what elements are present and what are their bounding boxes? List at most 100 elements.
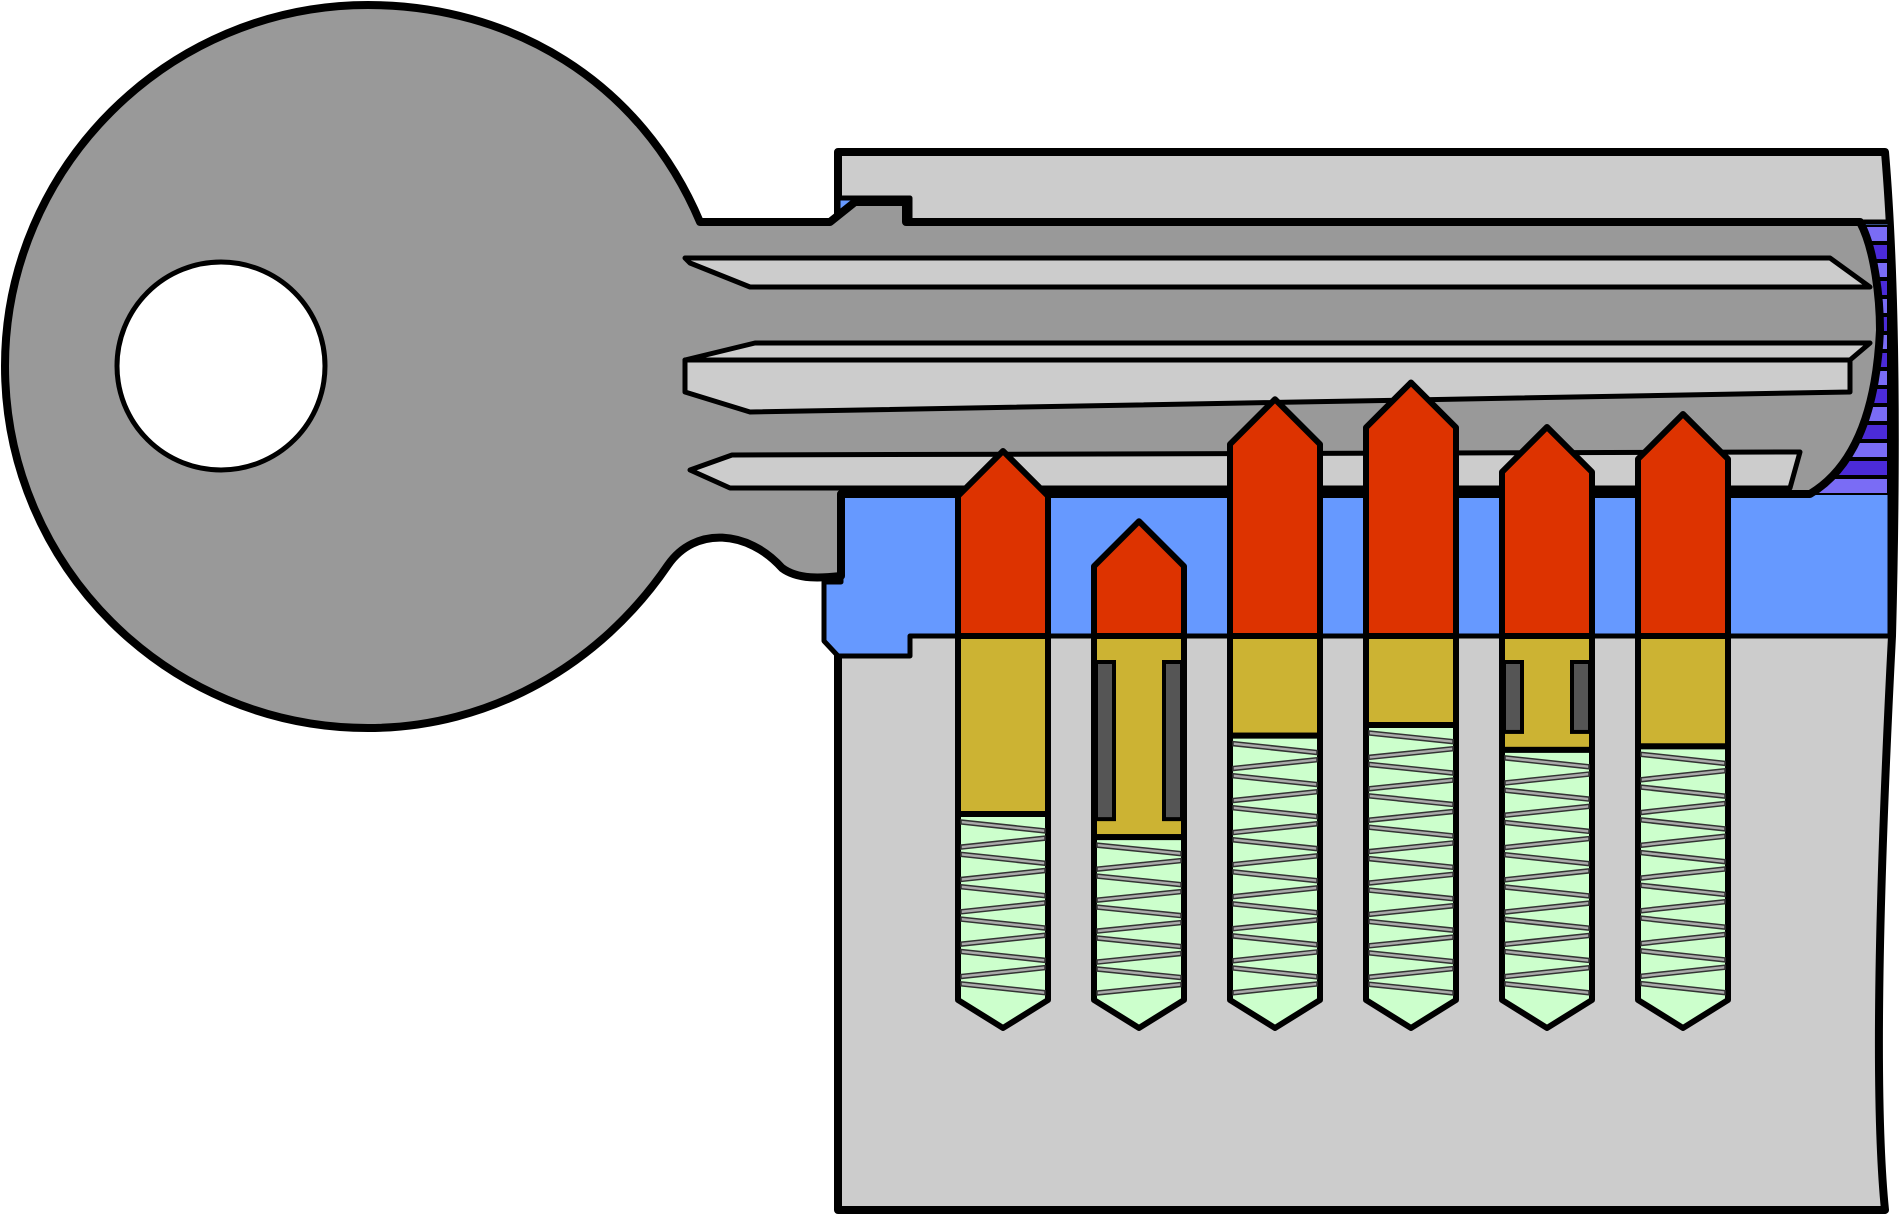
spring-coil bbox=[1504, 932, 1590, 948]
spring-coil bbox=[1232, 901, 1318, 916]
spring-coil bbox=[1640, 931, 1726, 947]
spring-coil bbox=[1232, 949, 1318, 964]
spring-coil bbox=[1368, 855, 1454, 871]
spring-coil bbox=[1368, 981, 1454, 996]
spring-coil bbox=[1368, 730, 1454, 745]
spring-coil bbox=[1096, 919, 1182, 934]
driver-pin bbox=[1363, 633, 1459, 728]
key-ring-hole bbox=[114, 259, 328, 473]
spool-groove-right bbox=[1162, 660, 1184, 822]
spring-coil bbox=[1096, 904, 1182, 919]
spring-coil bbox=[1640, 800, 1726, 816]
spring bbox=[1640, 751, 1726, 996]
spring-coil bbox=[1640, 915, 1726, 930]
spring-coil bbox=[1504, 755, 1590, 770]
spring-coil bbox=[960, 980, 1046, 996]
spring-coil bbox=[1096, 842, 1182, 857]
spring-coil bbox=[1640, 849, 1726, 865]
key-pin bbox=[1363, 379, 1459, 639]
spring-coil bbox=[1368, 808, 1454, 823]
spring-coil bbox=[1504, 771, 1590, 786]
pin-stack-1 bbox=[955, 448, 1051, 1031]
spring-coil bbox=[1504, 851, 1590, 867]
spring-coil bbox=[1232, 740, 1318, 756]
spring bbox=[1232, 740, 1318, 996]
spring-coil bbox=[1368, 934, 1454, 949]
spring-coil bbox=[1232, 852, 1318, 868]
spring-coil bbox=[1368, 745, 1454, 761]
driver-pin bbox=[1635, 633, 1731, 750]
spring-coil bbox=[1368, 918, 1454, 933]
spring-coil bbox=[1504, 787, 1590, 802]
spring bbox=[1368, 730, 1454, 996]
spring-coil bbox=[960, 883, 1046, 899]
spring-coil bbox=[1368, 792, 1454, 808]
spring-coil bbox=[960, 964, 1046, 980]
spring-coil bbox=[1504, 884, 1590, 899]
spring-coil bbox=[1368, 824, 1454, 839]
spring-coil bbox=[960, 932, 1046, 948]
spring-coil bbox=[1504, 916, 1590, 932]
key-groove bbox=[682, 255, 1873, 290]
spring-coil bbox=[1096, 888, 1182, 903]
spring-coil bbox=[960, 819, 1046, 834]
spring-coil bbox=[960, 851, 1046, 867]
spring-coil bbox=[960, 867, 1046, 883]
driver-pin bbox=[1227, 633, 1323, 739]
spring-coil bbox=[1096, 981, 1182, 996]
spring-coil bbox=[1504, 835, 1590, 851]
spring-coil bbox=[1504, 819, 1590, 835]
spring-coil bbox=[1640, 964, 1726, 980]
spring-coil bbox=[1640, 980, 1726, 996]
pin-stack-6 bbox=[1635, 411, 1731, 1031]
spring-coil bbox=[1504, 948, 1590, 964]
spring-coil bbox=[1368, 840, 1454, 855]
spring-coil bbox=[1232, 965, 1318, 980]
spring-coil bbox=[1232, 756, 1318, 772]
spring-coil bbox=[960, 916, 1046, 931]
spring-coil bbox=[1232, 836, 1318, 852]
spring-coil bbox=[960, 835, 1046, 850]
spring bbox=[1096, 842, 1182, 996]
spool-groove-left bbox=[1502, 660, 1524, 734]
spring bbox=[1504, 755, 1590, 996]
spring-coil bbox=[1096, 950, 1182, 965]
spring-coil bbox=[1232, 981, 1318, 996]
key-pin bbox=[1635, 411, 1731, 639]
spring-coil bbox=[1504, 868, 1590, 883]
spring-coil bbox=[1368, 902, 1454, 918]
spring-coil bbox=[1368, 761, 1454, 776]
spring-coil bbox=[1096, 966, 1182, 981]
pin-stack-5 bbox=[1499, 423, 1595, 1031]
spring-coil bbox=[1640, 833, 1726, 849]
spring-coil bbox=[1232, 772, 1318, 788]
spring-coil bbox=[1368, 965, 1454, 981]
spring-coil bbox=[1640, 898, 1726, 914]
spring-coil bbox=[1232, 933, 1318, 948]
spring-coil bbox=[1368, 871, 1454, 886]
spring-coil bbox=[1232, 820, 1318, 836]
spring-coil bbox=[1096, 935, 1182, 950]
spring-coil bbox=[1504, 900, 1590, 915]
spool-groove-left bbox=[1094, 660, 1116, 822]
spring-coil bbox=[1640, 751, 1726, 767]
spring-coil bbox=[1232, 804, 1318, 820]
spring-coil bbox=[1504, 964, 1590, 980]
spring-coil bbox=[1096, 857, 1182, 872]
pin-stack-4 bbox=[1363, 379, 1459, 1031]
pin-stacks bbox=[955, 379, 1731, 1031]
spring-coil bbox=[1232, 788, 1318, 804]
spool-groove-right bbox=[1570, 660, 1592, 734]
driver-pin bbox=[955, 633, 1051, 817]
spring-coil bbox=[1232, 869, 1318, 884]
spring bbox=[960, 819, 1046, 996]
spring-coil bbox=[1640, 767, 1726, 783]
spring-coil bbox=[1504, 981, 1590, 996]
spring-coil bbox=[1640, 784, 1726, 799]
spring-coil bbox=[1640, 882, 1726, 898]
spring-coil bbox=[1640, 948, 1726, 963]
pin-stack-3 bbox=[1227, 396, 1323, 1031]
spring-coil bbox=[960, 900, 1046, 915]
key-pin bbox=[1227, 396, 1323, 639]
